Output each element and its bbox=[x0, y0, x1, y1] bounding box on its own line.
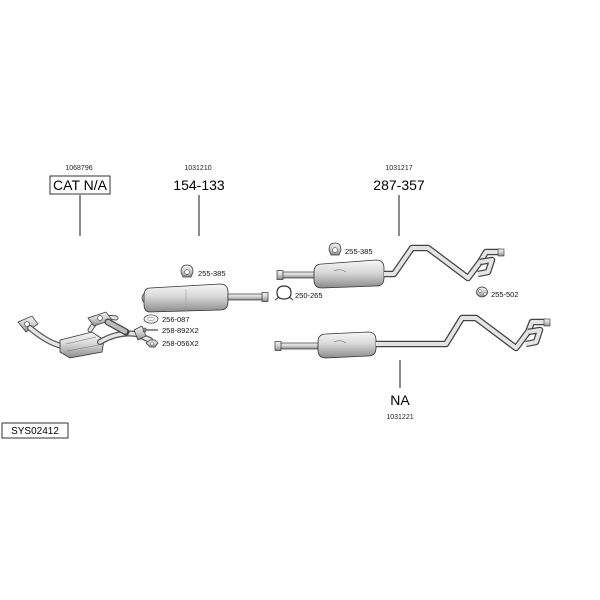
fitting-rubber-ring: 255-502 bbox=[476, 286, 519, 299]
fitting-code: 250-265 bbox=[295, 291, 323, 300]
fitting-rubber-hanger-2: 255-385 bbox=[328, 242, 373, 256]
part-number-rear-alt: 1031221 bbox=[386, 414, 413, 421]
part-number-cat: 1068796 bbox=[65, 165, 92, 172]
fitting-code: 256-087 bbox=[162, 315, 190, 324]
label-middle: 154-133 bbox=[173, 177, 225, 193]
fitting-bolt: 258-892X2 bbox=[142, 326, 199, 335]
assembly-cat: 1068796 CAT N/A bbox=[17, 165, 153, 359]
middle-silencer-drawing bbox=[141, 283, 269, 313]
label-rear-alt: NA bbox=[390, 392, 410, 408]
label-rear: 287-357 bbox=[373, 177, 425, 193]
fitting-gasket: 256-087 bbox=[143, 314, 190, 324]
catalyst-front-pipe-drawing bbox=[17, 311, 153, 359]
rear-silencer-alt-drawing bbox=[274, 314, 551, 359]
rear-silencer-drawing bbox=[276, 244, 505, 289]
fitting-code: 255-385 bbox=[198, 269, 226, 278]
system-reference-box bbox=[1, 422, 69, 439]
clamp-icon bbox=[276, 285, 292, 300]
fitting-code: 258-892X2 bbox=[162, 326, 199, 335]
fitting-rubber-hanger-1: 255-385 bbox=[180, 264, 226, 278]
fitting-clamp: 250-265 bbox=[274, 285, 323, 301]
assembly-rear-silencer: 1031217 287-357 bbox=[276, 165, 505, 289]
assembly-middle-silencer: 1031210 154-133 bbox=[141, 165, 269, 313]
assembly-rear-silencer-alt: NA 1031221 bbox=[274, 314, 551, 421]
rubber-ring-icon bbox=[476, 286, 488, 298]
label-cat: CAT N/A bbox=[53, 177, 108, 193]
system-reference-code: SYS02412 bbox=[11, 426, 59, 437]
cat-label-box bbox=[49, 175, 111, 195]
fitting-nut: 258-056X2 bbox=[145, 339, 199, 348]
fitting-code: 255-502 bbox=[491, 290, 519, 299]
fitting-code: 258-056X2 bbox=[162, 339, 199, 348]
fitting-code: 255-385 bbox=[345, 247, 373, 256]
system-reference: SYS02412 bbox=[1, 422, 69, 439]
part-number-rear: 1031217 bbox=[385, 165, 412, 172]
part-number-middle: 1031210 bbox=[184, 165, 211, 172]
